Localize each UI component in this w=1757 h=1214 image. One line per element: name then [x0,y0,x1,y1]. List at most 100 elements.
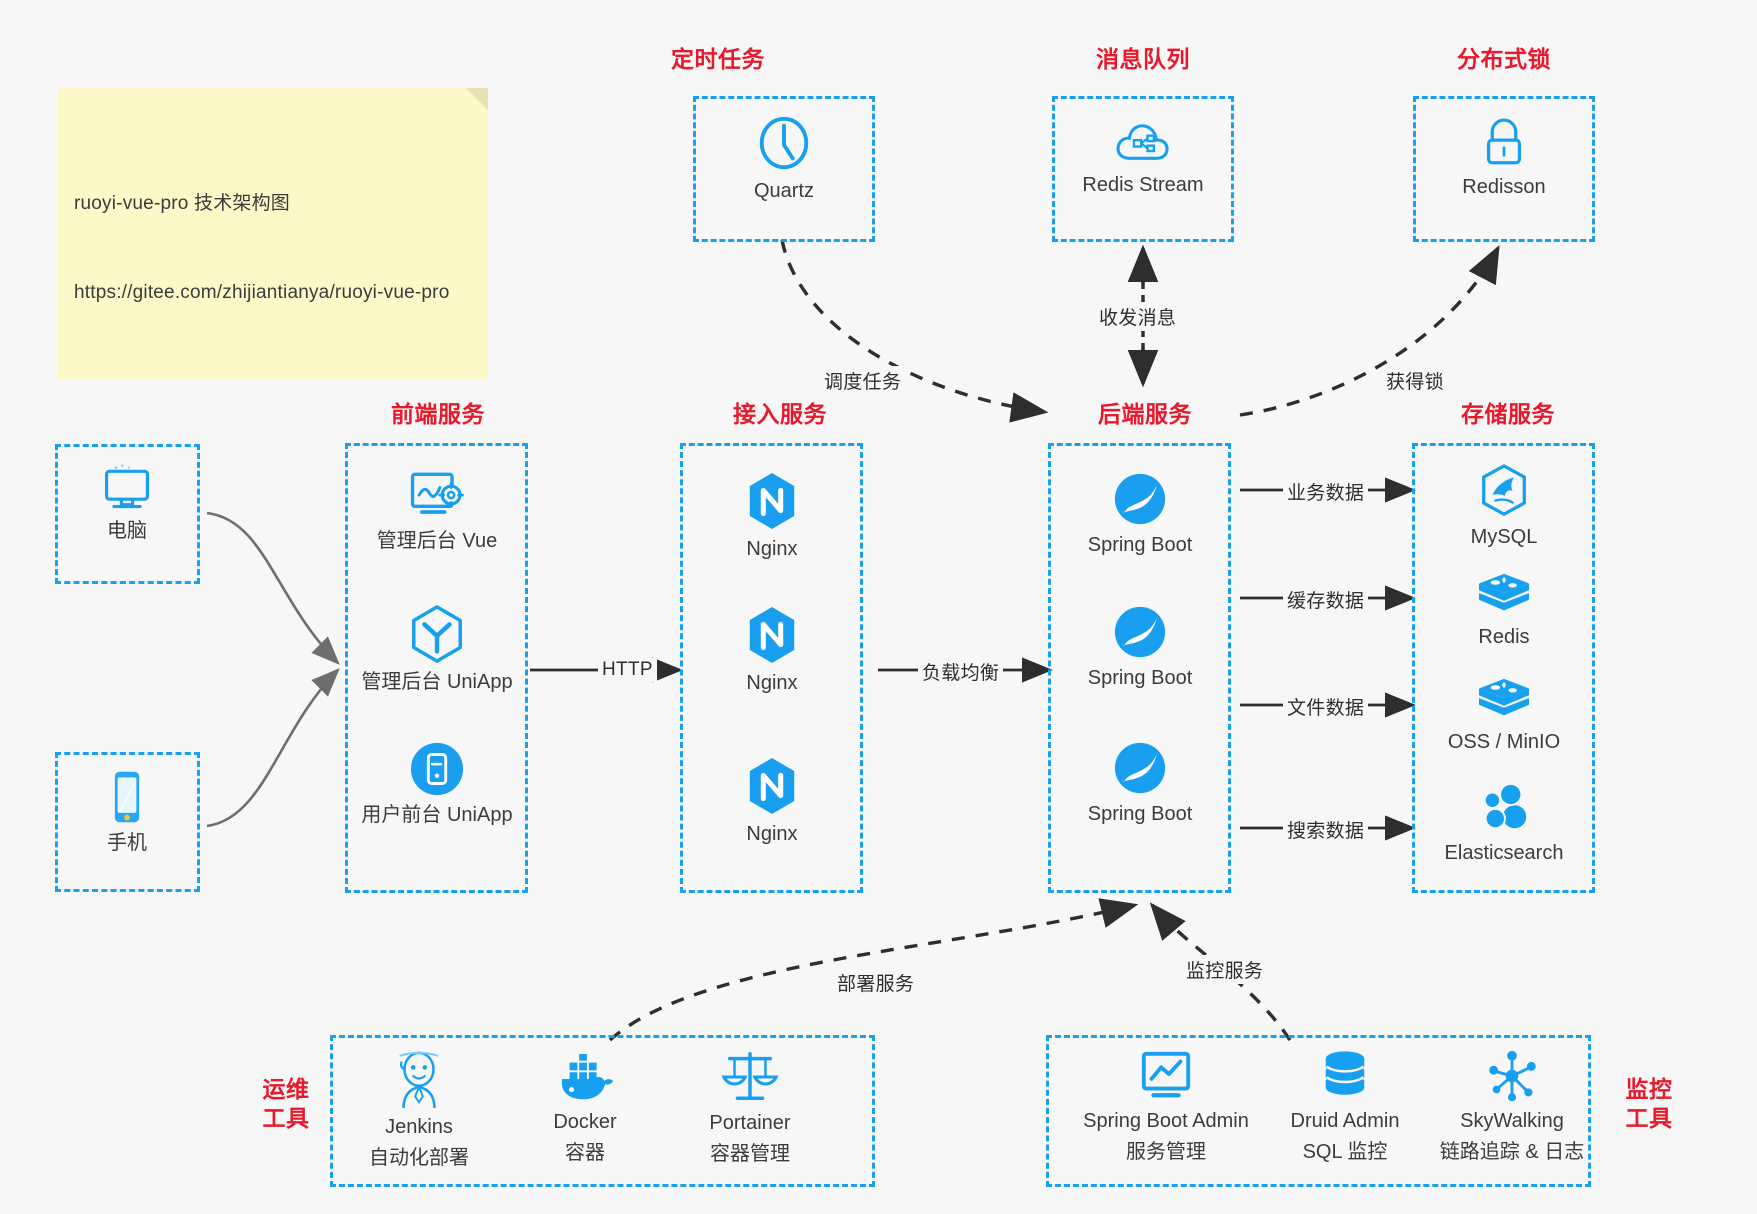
group-box-devops [330,1035,875,1187]
node-skywalking[interactable]: SkyWalking 链路追踪 & 日志 [1432,1048,1592,1166]
node-label: Elasticsearch [1444,842,1564,864]
mysql-icon [1424,462,1584,520]
nginx-icon [692,755,852,817]
note-fold-corner [466,88,488,110]
node-docker[interactable]: Docker 容器 [505,1053,665,1167]
group-box-client-mobile [55,752,200,892]
spring-boot-icon [1060,603,1220,661]
admin-dashboard-icon [357,468,517,524]
connector-label-http: HTTP [598,658,657,682]
node-label: OSS / MinIO [1447,731,1561,753]
node-label: Portainer [709,1112,791,1134]
node-label: Docker [553,1111,617,1133]
connector-label-file-data: 文件数据 [1283,692,1369,721]
node-nginx-3[interactable]: Nginx [692,755,852,848]
connector-label-load-balance: 负载均衡 [918,657,1004,686]
spring-boot-icon [1060,470,1220,528]
connector-label-cache-data: 缓存数据 [1283,585,1369,614]
group-box-storage [1412,443,1595,893]
heading-gateway: 接入服务 [733,401,827,427]
node-sublabel: SQL 监控 [1302,1141,1388,1163]
group-box-backend [1048,443,1231,893]
group-box-client-desktop [55,444,200,584]
group-box-distributed-lock [1413,96,1595,242]
node-label: SkyWalking [1460,1110,1564,1132]
heading-distributed-lock: 分布式锁 [1457,46,1551,72]
connector-label-send-receive-message: 收发消息 [1095,302,1181,331]
node-label: 管理后台 UniApp [361,671,513,693]
node-label: Nginx [746,538,798,560]
diagram-note: ruoyi-vue-pro 技术架构图 https://gitee.com/zh… [58,88,488,380]
node-nginx-2[interactable]: Nginx [692,604,852,697]
desktop-computer-icon [47,462,207,514]
node-label: Spring Boot Admin [1083,1110,1249,1132]
node-mysql[interactable]: MySQL [1424,462,1584,551]
node-label: MySQL [1470,526,1538,548]
node-label: Spring Boot [1087,803,1193,825]
node-label: Jenkins [385,1116,453,1138]
node-quartz[interactable]: Quartz [704,112,864,205]
uniapp-cube-icon [357,603,517,665]
heading-monitoring: 监控 工具 [1618,1075,1680,1133]
jenkins-icon [339,1048,499,1110]
heading-storage: 存储服务 [1461,401,1555,427]
node-label: 管理后台 Vue [376,530,498,552]
note-url-line: https://gitee.com/zhijiantianya/ruoyi-vu… [74,281,450,303]
node-desktop[interactable]: 电脑 [47,462,207,545]
node-nginx-1[interactable]: Nginx [692,470,852,563]
monitor-chart-icon [1066,1048,1266,1104]
node-druid-admin[interactable]: Druid Admin SQL 监控 [1265,1048,1425,1166]
node-portainer[interactable]: Portainer 容器管理 [670,1048,830,1168]
mobile-app-icon [357,740,517,798]
node-jenkins[interactable]: Jenkins 自动化部署 [339,1048,499,1172]
node-sublabel: 服务管理 [1126,1141,1206,1163]
heading-frontend: 前端服务 [391,401,485,427]
node-redisson[interactable]: Redisson [1424,112,1584,201]
docker-icon [505,1053,665,1105]
node-label: 手机 [107,832,147,854]
note-title-line: ruoyi-vue-pro 技术架构图 [74,193,291,215]
nginx-icon [692,470,852,532]
spring-boot-icon [1060,739,1220,797]
connector-label-search-data: 搜索数据 [1283,815,1369,844]
connector-label-acquire-lock: 获得锁 [1382,366,1448,395]
node-mobile[interactable]: 手机 [47,768,207,857]
oss-minio-icon [1424,675,1584,725]
node-label: Redis [1478,626,1530,648]
connector-label-business-data: 业务数据 [1283,477,1369,506]
connector-label-monitor-service: 监控服务 [1182,955,1268,984]
node-redis[interactable]: Redis [1424,570,1584,651]
heading-monitoring-line2: 工具 [1625,1104,1673,1131]
node-elasticsearch[interactable]: Elasticsearch [1424,780,1584,867]
group-box-message-queue [1052,96,1234,242]
node-spring-boot-admin[interactable]: Spring Boot Admin 服务管理 [1066,1048,1266,1166]
portainer-scale-icon [670,1048,830,1106]
node-sublabel: 容器 [565,1142,605,1164]
heading-backend: 后端服务 [1098,401,1192,427]
node-label: 电脑 [107,520,147,542]
node-redis-stream[interactable]: Redis Stream [1063,116,1223,199]
node-spring-boot-1[interactable]: Spring Boot [1060,470,1220,559]
heading-scheduled-task: 定时任务 [671,46,765,72]
group-box-monitoring [1046,1035,1591,1187]
node-spring-boot-3[interactable]: Spring Boot [1060,739,1220,828]
heading-devops: 运维 工具 [255,1075,317,1133]
group-box-scheduled-task [693,96,875,242]
cloud-stream-icon [1063,116,1223,168]
group-box-frontend [345,443,528,893]
node-admin-vue[interactable]: 管理后台 Vue [357,468,517,555]
redis-icon [1424,570,1584,620]
node-admin-uniapp[interactable]: 管理后台 UniApp [357,603,517,696]
connector-label-schedule-task: 调度任务 [820,366,906,395]
database-stack-icon [1265,1048,1425,1104]
node-oss-minio[interactable]: OSS / MinIO [1424,675,1584,756]
elasticsearch-icon [1424,780,1584,836]
node-label: 用户前台 UniApp [361,804,513,826]
node-user-uniapp[interactable]: 用户前台 UniApp [357,740,517,829]
mobile-phone-icon [47,768,207,826]
node-sublabel: 自动化部署 [369,1147,469,1169]
connector-label-deploy-service: 部署服务 [833,968,919,997]
node-spring-boot-2[interactable]: Spring Boot [1060,603,1220,692]
heading-devops-line2: 工具 [262,1104,310,1131]
